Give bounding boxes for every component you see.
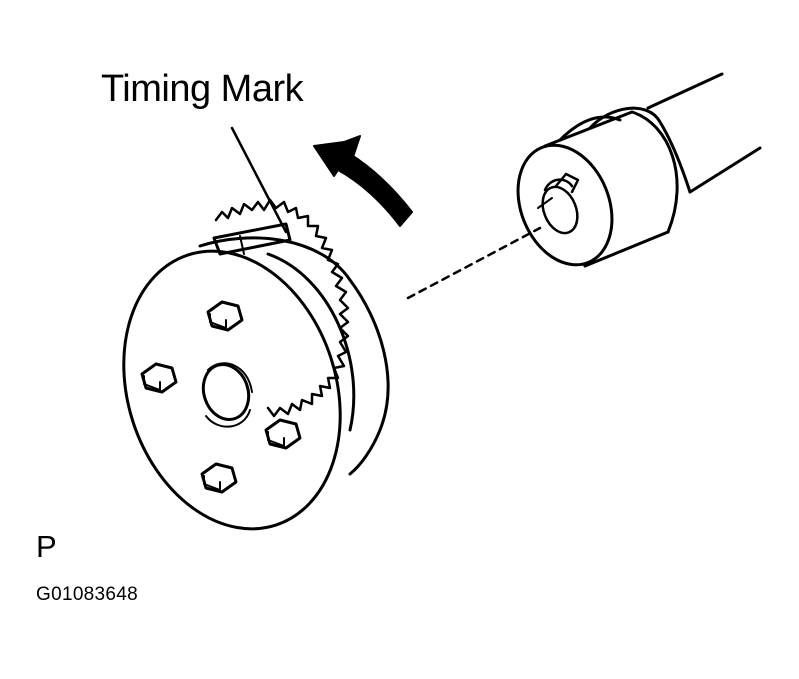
hex-bolt-icon	[264, 418, 302, 450]
alignment-dashed-line	[406, 226, 542, 300]
vvt-body-rim	[198, 236, 390, 476]
curved-arrow-icon	[313, 135, 413, 227]
hex-bolt-icon	[206, 300, 244, 332]
camshaft	[516, 72, 762, 268]
camshaft-knock-pin	[554, 172, 580, 194]
center-hub	[201, 363, 251, 421]
figure-code: G01083648	[36, 584, 139, 605]
vvt-pulley-front-face	[122, 249, 342, 531]
hex-bolt-icon	[140, 362, 178, 394]
view-letter: P	[36, 529, 57, 564]
sprocket-teeth	[214, 198, 350, 418]
timing-mark-leader-line	[230, 126, 288, 234]
timing-mark-notch	[212, 222, 292, 256]
timing-mark-label: Timing Mark	[101, 68, 304, 110]
hex-bolt-icon	[200, 462, 238, 494]
